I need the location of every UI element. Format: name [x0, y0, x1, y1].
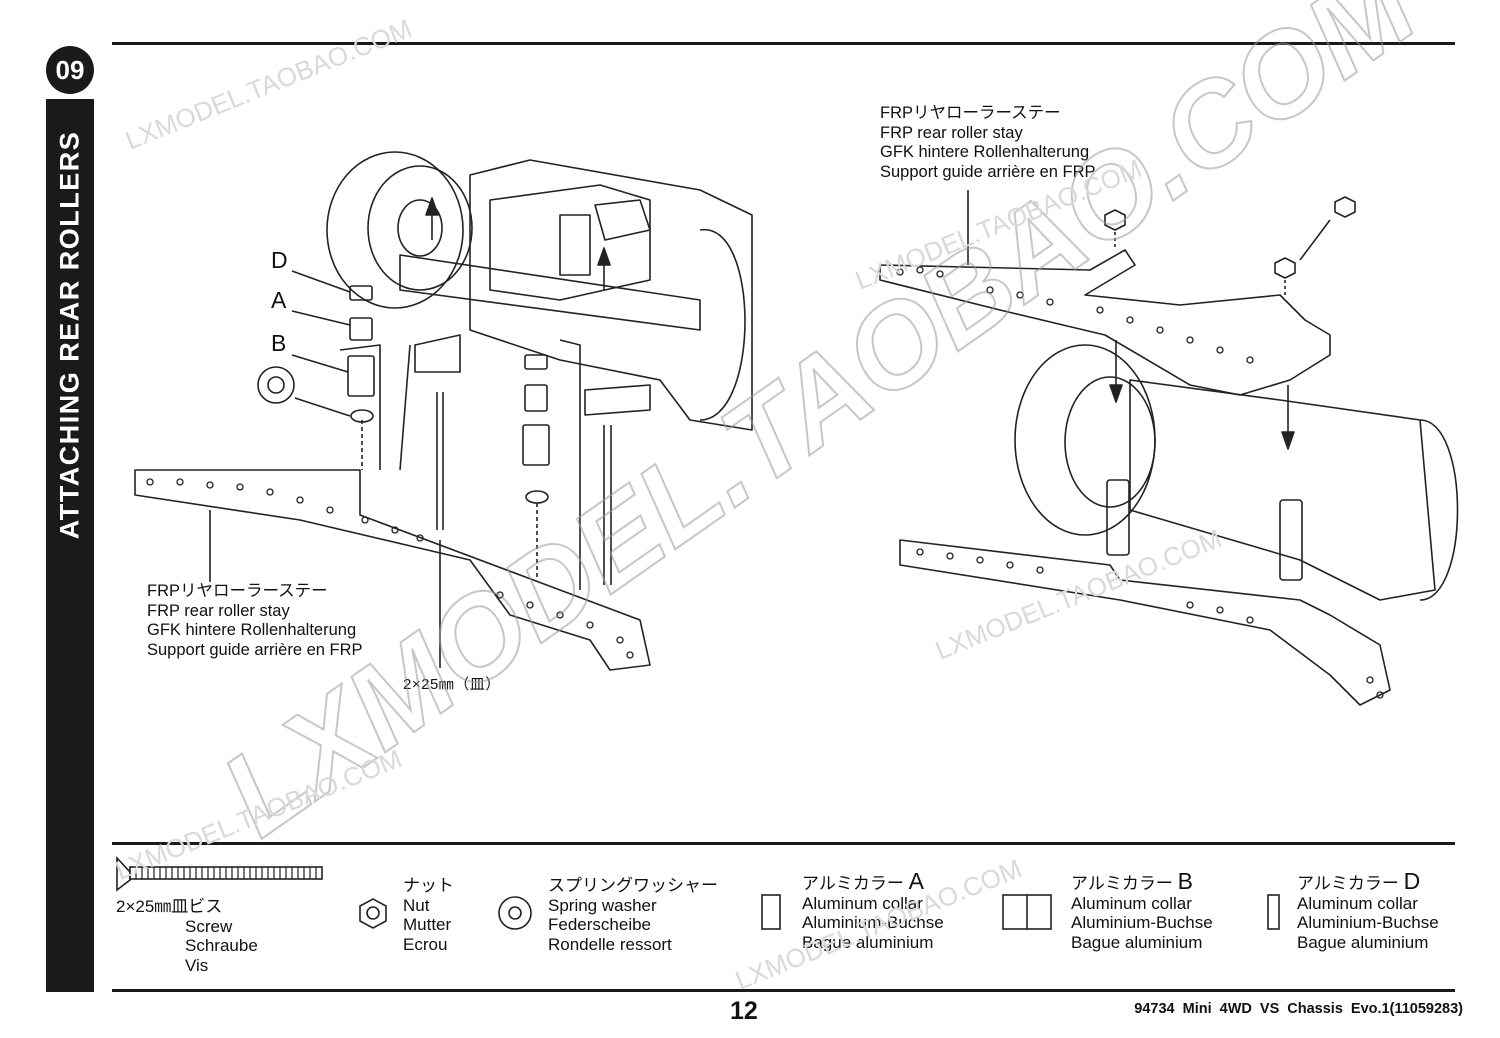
- page-number: 12: [730, 997, 758, 1025]
- right-assembly-diagram: [879, 190, 1459, 706]
- legend-collar-d-letter: D: [1403, 868, 1421, 894]
- legend-divider: [112, 842, 1455, 845]
- legend-collar-b-fr: Bague aluminium: [1071, 932, 1203, 952]
- collar-d-icon: [1267, 894, 1280, 930]
- rear-wheel-left: [326, 151, 473, 309]
- letter-b: B: [271, 330, 286, 356]
- step-number-badge: 09: [46, 46, 94, 94]
- legend-collar-d-jp: アルミカラー: [1297, 874, 1399, 893]
- legend-nut-jp: ナット: [403, 876, 454, 895]
- nut-upper-right: [1274, 257, 1296, 279]
- right-stay-label-jp: FRPリヤローラーステー: [880, 104, 1061, 122]
- left-stay-label-fr: Support guide arrière en FRP: [147, 640, 363, 659]
- legend-screw: 2×25㎜皿ビス Screw Schraube Vis: [116, 897, 258, 975]
- parts-legend-icons: [116, 855, 1280, 930]
- legend-collar-a-jp: アルミカラー: [802, 874, 904, 893]
- legend-spring-washer-de: Federscheibe: [548, 915, 652, 934]
- screw-right: [603, 425, 612, 585]
- legend-nut-en: Nut: [403, 895, 430, 915]
- frp-rear-roller-stay-left: [134, 339, 651, 671]
- rear-wheel-right: [1014, 344, 1156, 536]
- legend-collar-b: アルミカラー B Aluminum collar Aluminium-Buchs…: [1071, 870, 1213, 952]
- left-assembly-diagram: D A B: [134, 151, 753, 671]
- bottom-divider: [112, 989, 1455, 992]
- collar-stack-left: [347, 285, 375, 470]
- left-stay-label-de: GFK hintere Rollenhalterung: [147, 621, 357, 639]
- collar-stack-right-b: [1279, 499, 1303, 581]
- legend-screw-jp: 2×25㎜皿ビス: [116, 897, 223, 916]
- legend-collar-d-en: Aluminum collar: [1297, 893, 1418, 913]
- nut-icon: [359, 898, 387, 929]
- chassis-body: [399, 159, 753, 431]
- legend-spring-washer-jp: スプリングワッシャー: [548, 876, 718, 895]
- frp-rear-roller-stay-right-lower: [899, 539, 1391, 706]
- left-stay-label-jp: FRPリヤローラーステー: [147, 582, 328, 600]
- left-stay-label: FRPリヤローラーステー FRP rear roller stay GFK hi…: [147, 582, 363, 660]
- legend-screw-en: Screw: [185, 916, 233, 936]
- top-divider: [112, 42, 1455, 45]
- right-stay-label-fr: Support guide arrière en FRP: [880, 162, 1096, 181]
- nut-upper-left: [1104, 209, 1126, 231]
- legend-collar-d: アルミカラー D Aluminum collar Aluminium-Buchs…: [1297, 870, 1439, 952]
- right-stay-label: FRPリヤローラーステー FRP rear roller stay GFK hi…: [880, 104, 1096, 182]
- legend-spring-washer-en: Spring washer: [548, 895, 657, 915]
- spring-washer-icon: [498, 896, 532, 930]
- front-wheel-edge: [1419, 419, 1459, 601]
- collar-stack-middle: [522, 354, 550, 580]
- legend-collar-a-en: Aluminum collar: [802, 893, 923, 913]
- legend-collar-d-de: Aluminium-Buchse: [1297, 913, 1439, 932]
- legend-collar-b-jp: アルミカラー: [1071, 874, 1173, 893]
- mount-tab-right: [584, 384, 651, 416]
- letter-a: A: [271, 287, 287, 313]
- legend-collar-a-de: Aluminium-Buchse: [802, 913, 944, 932]
- legend-nut-de: Mutter: [403, 915, 452, 934]
- legend-nut: ナット Nut Mutter Ecrou: [403, 876, 454, 954]
- right-stay-label-de: GFK hintere Rollenhalterung: [880, 143, 1090, 161]
- legend-spring-washer-fr: Rondelle ressort: [548, 934, 672, 954]
- collar-stack-right-a: [1106, 479, 1130, 556]
- mount-tab-left: [414, 334, 461, 373]
- kit-info: 94734 Mini 4WD VS Chassis Evo.1(11059283…: [1134, 1001, 1463, 1017]
- legend-screw-fr: Vis: [185, 955, 209, 975]
- frp-rear-roller-stay-right-upper: [879, 249, 1331, 396]
- screw-size-callout: 2×25㎜（皿）: [403, 676, 501, 693]
- plate-holes-right: [896, 266, 1384, 699]
- legend-screw-de: Schraube: [185, 936, 258, 955]
- spring-washer-loose: [257, 366, 295, 404]
- right-stay-label-en: FRP rear roller stay: [880, 123, 1023, 142]
- legend-collar-b-en: Aluminum collar: [1071, 893, 1192, 913]
- legend-collar-a-fr: Bague aluminium: [802, 932, 934, 952]
- chassis-body-right: [1129, 379, 1436, 601]
- screw-left: [436, 392, 444, 530]
- side-title-bar: [46, 99, 94, 992]
- collar-a-icon: [761, 894, 781, 930]
- legend-nut-fr: Ecrou: [403, 934, 448, 954]
- legend-collar-a-letter: A: [908, 868, 924, 894]
- legend-collar-b-de: Aluminium-Buchse: [1071, 913, 1213, 932]
- plate-holes-left: [146, 478, 634, 659]
- legend-spring-washer: スプリングワッシャー Spring washer Federscheibe Ro…: [548, 876, 718, 954]
- legend-collar-d-fr: Bague aluminium: [1297, 932, 1429, 952]
- letter-d: D: [271, 247, 288, 273]
- legend-collar-a: アルミカラー A Aluminum collar Aluminium-Buchs…: [802, 870, 944, 952]
- legend-collar-b-letter: B: [1177, 868, 1193, 894]
- nut-loose: [1334, 196, 1356, 218]
- left-stay-label-en: FRP rear roller stay: [147, 601, 290, 620]
- screw-icon: [116, 855, 323, 892]
